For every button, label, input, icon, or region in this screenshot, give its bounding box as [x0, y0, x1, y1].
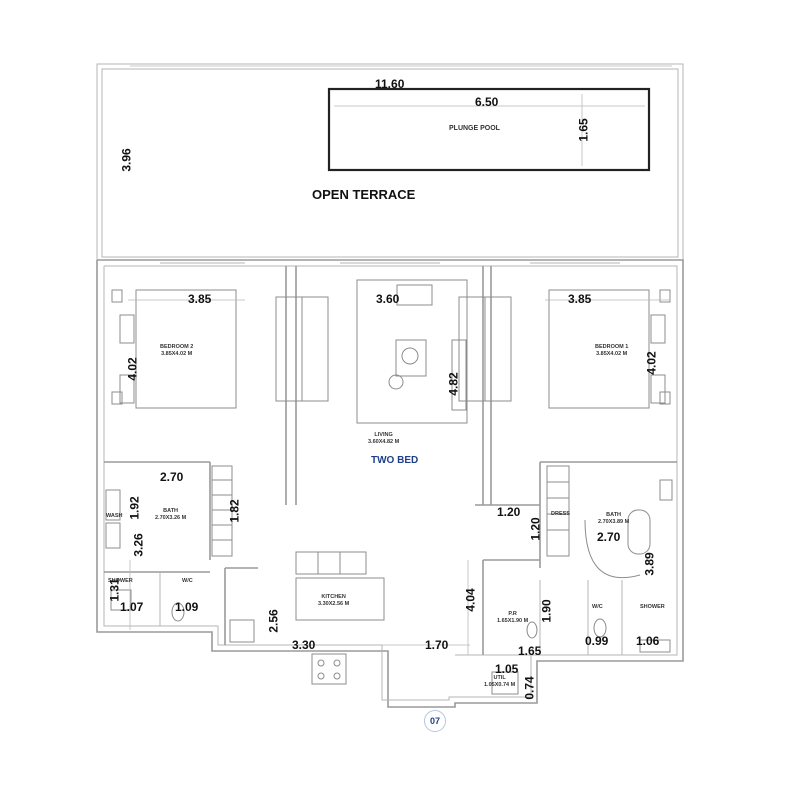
bath-left-depth-dim: 3.26: [131, 533, 146, 557]
pdr-size: 1.65X1.90 M: [497, 618, 529, 624]
shower-left-label: SHOWER: [108, 578, 133, 584]
shower-right-width-dim: 1.06: [636, 634, 660, 648]
bath-right-fixtures: [491, 465, 673, 695]
unit-type-label: TWO BED: [371, 455, 419, 466]
living-size: 3.60X4.82 M: [368, 439, 400, 445]
bath-left-width-dim: 2.70: [160, 470, 184, 484]
bath-right-width-dim: 2.70: [597, 530, 621, 544]
pdr-name: P.R: [508, 611, 517, 617]
bath-right-size: 2.70X3.89 M: [598, 519, 630, 525]
pdr-width-dim: 1.65: [518, 644, 542, 658]
terrace-label: OPEN TERRACE: [312, 187, 416, 202]
dimension-lines: [128, 299, 670, 655]
plunge-pool-outline: [327, 87, 651, 172]
kitchen-size: 3.30X2.56 M: [318, 601, 350, 607]
bedroom-right-depth-dim: 4.02: [644, 351, 659, 375]
bath-right-depth-dim: 3.89: [642, 552, 657, 576]
shower-left-depth-dim: 1.31: [107, 578, 122, 602]
util-label: UTIL 1.05X0.74 M: [484, 675, 515, 689]
kitchen-fixtures: [229, 551, 385, 685]
dress-width-dim: 1.20: [497, 505, 521, 519]
shower-right-label: SHOWER: [640, 604, 665, 610]
util-depth-dim: 0.74: [522, 676, 537, 700]
bedroom-left-name: BEDROOM 2: [160, 344, 194, 350]
pdr-label: P.R 1.65X1.90 M: [497, 611, 528, 625]
bath-left-name: BATH: [163, 508, 179, 514]
bath-left-fixtures: [105, 465, 233, 622]
bath-left-dim-b: 1.82: [227, 499, 242, 523]
bedroom-right-label: BEDROOM 1 3.85X4.02 M: [595, 344, 628, 358]
pool-label: PLUNGE POOL: [449, 125, 500, 132]
pool-length-dim: 6.50: [475, 95, 499, 109]
wardrobes: [275, 296, 512, 402]
bedroom-right-width-dim: 3.85: [568, 292, 592, 306]
bedroom-left-width-dim: 3.85: [188, 292, 212, 306]
util-name: UTIL: [493, 675, 506, 681]
dress-label: DRESS: [551, 511, 570, 517]
terrace-width-dim: 11.60: [375, 77, 405, 91]
bath-left-label: BATH 2.70X3.26 M: [155, 508, 186, 522]
sheet-number-badge: 07: [424, 710, 446, 732]
bath-left-dim-a: 1.92: [127, 496, 142, 520]
hall-width-dim: 1.70: [425, 638, 449, 652]
wash-label: WASH: [106, 513, 123, 519]
living-label: LIVING 3.60X4.82 M: [368, 432, 399, 446]
bedroom-left-depth-dim: 4.02: [125, 357, 140, 381]
util-size: 1.05X0.74 M: [484, 682, 516, 688]
living-furniture: [356, 279, 468, 424]
living-width-dim: 3.60: [376, 292, 400, 306]
kitchen-width-dim: 3.30: [292, 638, 316, 652]
bedroom-right-furniture: [548, 289, 671, 409]
bath-right-name: BATH: [606, 512, 622, 518]
wc-left-label: W/C: [182, 578, 193, 584]
bedroom-left-size: 3.85X4.02 M: [161, 351, 193, 357]
living-name: LIVING: [374, 432, 393, 438]
wc-left-width-dim: 1.09: [175, 600, 199, 614]
dress-depth-dim: 1.20: [528, 517, 543, 541]
pdr-depth-dim: 1.90: [539, 599, 554, 623]
bath-left-size: 2.70X3.26 M: [155, 515, 187, 521]
kitchen-depth-dim: 2.56: [266, 609, 281, 633]
bath-right-label: BATH 2.70X3.89 M: [598, 512, 629, 526]
bedroom-left-label: BEDROOM 2 3.85X4.02 M: [160, 344, 193, 358]
shower-left-width-dim: 1.07: [120, 600, 144, 614]
bedroom-left-furniture: [111, 289, 237, 409]
wc-right-label: W/C: [592, 604, 603, 610]
pool-width-dim: 1.65: [576, 118, 591, 142]
util-width-dim: 1.05: [495, 662, 519, 676]
wc-right-width-dim: 0.99: [585, 634, 609, 648]
terrace-outline: [96, 63, 684, 261]
bedroom-right-size: 3.85X4.02 M: [596, 351, 628, 357]
kitchen-label: KITCHEN 3.30X2.56 M: [318, 594, 349, 608]
hall-depth-dim: 4.04: [463, 588, 478, 612]
terrace-depth-dim: 3.96: [119, 148, 134, 172]
living-depth-dim: 4.82: [446, 372, 461, 396]
kitchen-name: KITCHEN: [321, 594, 346, 600]
apartment-walls: [96, 259, 684, 708]
bedroom-right-name: BEDROOM 1: [595, 344, 629, 350]
